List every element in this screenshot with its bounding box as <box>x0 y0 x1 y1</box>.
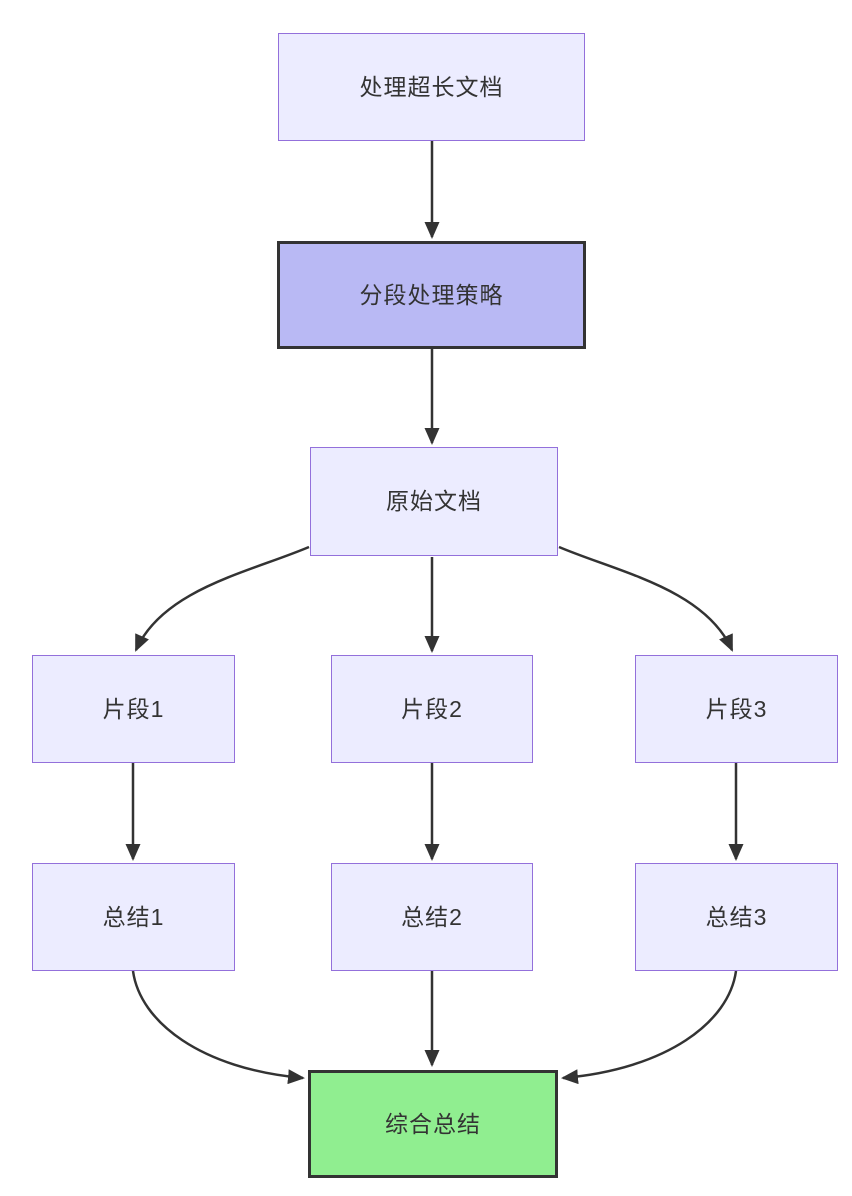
node-final-summary: 综合总结 <box>308 1070 558 1178</box>
node-segmentation-strategy: 分段处理策略 <box>277 241 586 349</box>
edge-sum1-final <box>131 970 305 1085</box>
edge-doc-frag1 <box>134 545 310 652</box>
node-process-long-document: 处理超长文档 <box>278 33 585 141</box>
node-fragment-1: 片段1 <box>32 655 235 763</box>
node-summary-2: 总结2 <box>331 863 533 971</box>
edge-doc-frag3 <box>558 545 734 652</box>
node-fragment-2: 片段2 <box>331 655 533 763</box>
node-original-document: 原始文档 <box>310 447 558 556</box>
node-summary-3: 总结3 <box>635 863 838 971</box>
node-summary-1: 总结1 <box>32 863 235 971</box>
edge-sum3-final <box>561 970 738 1085</box>
node-fragment-3: 片段3 <box>635 655 838 763</box>
